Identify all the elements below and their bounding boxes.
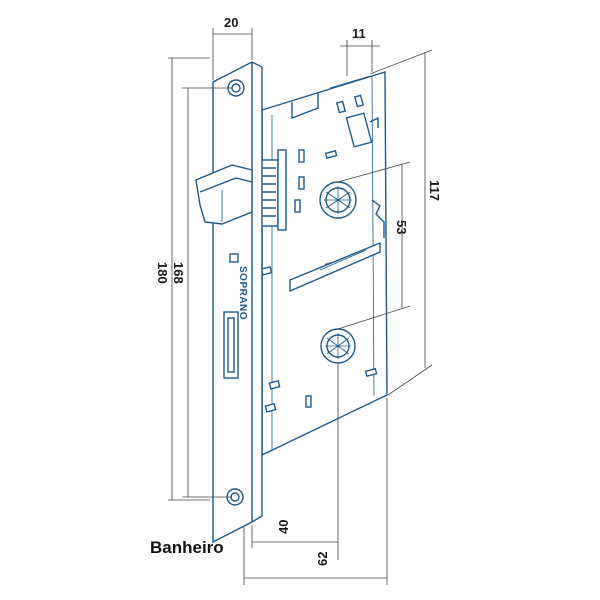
dim-180-label: 180	[155, 262, 170, 284]
dim-center-distance: 53	[337, 161, 411, 330]
brand-text: SOPRANO	[237, 266, 248, 320]
dim-117-label: 117	[427, 180, 442, 201]
dim-53-label: 53	[394, 220, 409, 234]
brand-logo: SOPRANO	[229, 253, 248, 320]
deadbolt-slot	[223, 311, 239, 379]
dim-168-label: 168	[171, 262, 186, 284]
dim-plate-height: 168	[171, 87, 232, 498]
dim-62-label: 62	[315, 552, 330, 566]
dim-offset: 11	[340, 26, 380, 76]
latch-bolt	[195, 164, 253, 225]
lower-spindle	[320, 328, 356, 364]
product-label: Banheiro	[150, 538, 224, 557]
dim-backset: 40	[251, 363, 339, 560]
dim-20-label: 20	[224, 15, 238, 30]
connecting-bar	[289, 241, 381, 293]
screw-holes	[226, 79, 245, 506]
dim-case-depth: 62	[243, 398, 388, 585]
upper-lever	[319, 112, 379, 219]
dim-40-label: 40	[276, 520, 291, 534]
dim-total-height: 180	[155, 57, 210, 501]
case-right-notch	[371, 199, 385, 238]
case-slots	[260, 94, 378, 413]
lock-case	[251, 71, 388, 466]
dim-case-height: 117	[369, 49, 442, 396]
dim-faceplate-width: 20	[212, 15, 253, 80]
dim-11-label: 11	[352, 26, 366, 41]
